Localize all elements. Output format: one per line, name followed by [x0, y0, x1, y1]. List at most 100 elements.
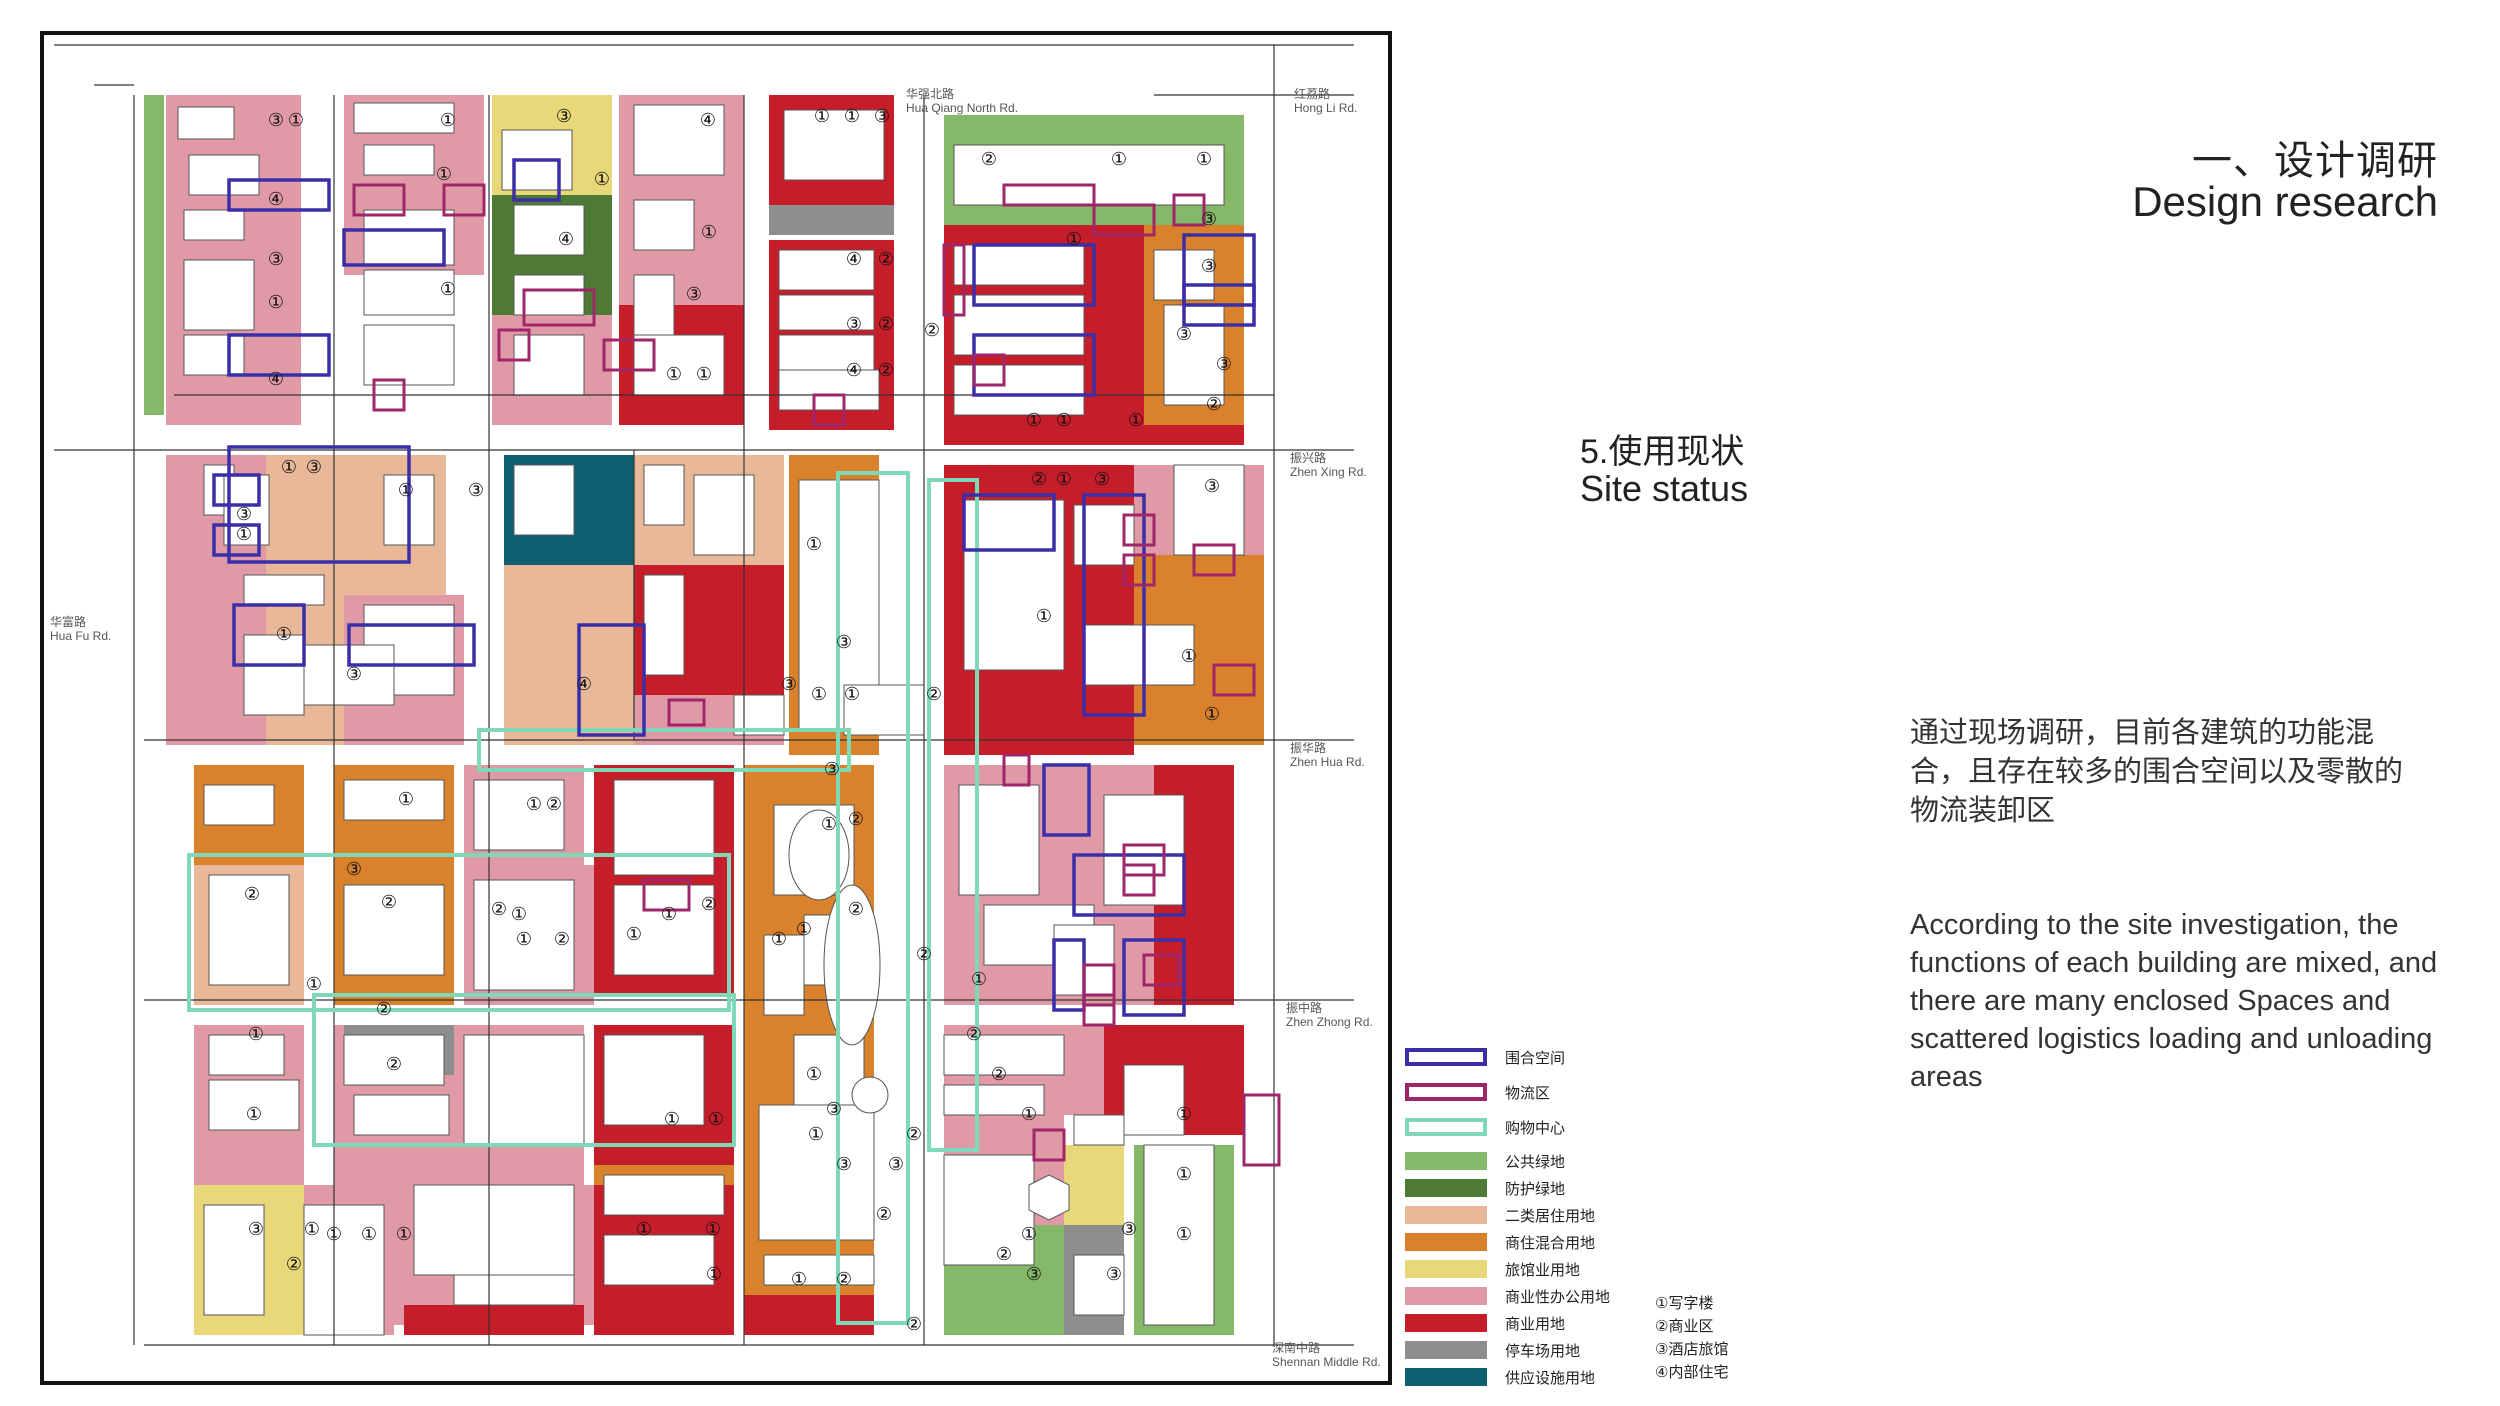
building-footprint — [943, 1154, 1035, 1266]
building-footprint — [353, 102, 455, 134]
building-footprint — [1163, 304, 1225, 406]
building-footprint — [633, 334, 725, 396]
building-code-marker: ① — [440, 110, 456, 131]
street-name-en: Hua Fu Rd. — [50, 629, 112, 643]
enclosed-space-outline — [1122, 938, 1186, 1017]
logistics-area-outline — [667, 698, 706, 727]
building-footprint — [778, 249, 875, 291]
building-footprint — [243, 574, 325, 606]
building-code-marker: ③ — [1106, 1264, 1122, 1285]
legend-swatch — [1405, 1233, 1487, 1251]
logistics-area-outline — [1172, 193, 1206, 227]
building-code-marker: ① — [811, 684, 827, 705]
building-code-marker: ① — [281, 457, 297, 478]
building-code-marker: ② — [906, 1124, 922, 1145]
section-title-cn: 5.使用现状 — [1580, 433, 1745, 471]
building-footprint — [208, 1079, 300, 1131]
shopping-center-outline — [927, 478, 979, 1152]
building-code-marker: ① — [806, 534, 822, 555]
shopping-center-outline — [836, 471, 910, 1325]
building-code-marker: ③ — [346, 664, 362, 685]
building-footprint — [778, 294, 875, 331]
enclosed-space-outline — [962, 493, 1056, 552]
enclosed-space-outline — [972, 243, 1096, 307]
street-name-en: Zhen Zhong Rd. — [1286, 1015, 1373, 1029]
building-code-marker: ① — [326, 1224, 342, 1245]
building-code-marker: ① — [696, 364, 712, 385]
building-footprint — [1143, 1144, 1215, 1326]
legend-label: 防护绿地 — [1505, 1180, 1566, 1198]
logistics-area-outline — [1032, 1128, 1066, 1162]
building-code-marker: ① — [398, 480, 414, 501]
building-footprint — [603, 1234, 715, 1286]
building-code-marker: ④ — [268, 189, 284, 210]
building-code-marker: ① — [268, 292, 284, 313]
logistics-area-outline — [442, 183, 486, 217]
building-code-marker: ① — [246, 1104, 262, 1125]
enclosed-space-outline — [232, 603, 306, 667]
building-footprint — [603, 1174, 725, 1216]
legend-item-office: 商业性办公用地 — [1405, 1285, 1610, 1307]
enclosed-space-outline — [577, 623, 646, 737]
legend-swatch — [1405, 1287, 1487, 1305]
legend-label: 商住混合用地 — [1505, 1234, 1596, 1252]
logistics-area-outline — [352, 183, 406, 217]
logistics-area-outline — [372, 378, 406, 412]
legend-item-residential: 二类居住用地 — [1405, 1204, 1595, 1226]
logistics-area-outline — [642, 878, 691, 912]
building-footprint — [843, 684, 925, 736]
building-code-marker: ② — [386, 1054, 402, 1075]
legend-item-hotel: 旅馆业用地 — [1405, 1258, 1580, 1280]
enclosed-space-outline — [1072, 853, 1186, 917]
building-code-marker: ① — [664, 1109, 680, 1130]
logistics-area-outline — [522, 288, 596, 327]
building-code-marker: ② — [906, 1314, 922, 1335]
building-code-marker: ③ — [1201, 256, 1217, 277]
building-code-marker: ④ — [558, 229, 574, 250]
building-code-marker: ① — [526, 794, 542, 815]
building-code-marker: ① — [636, 1219, 652, 1240]
building-footprint — [353, 1094, 450, 1136]
page-title-en: Design research — [2132, 178, 2438, 225]
land-parcel — [144, 95, 164, 415]
building-code-marker: ① — [844, 684, 860, 705]
legend-swatch — [1405, 1341, 1487, 1359]
building-footprint — [1173, 464, 1245, 556]
street-label-zhen-xing: 振兴路 Zhen Xing Rd. — [1290, 451, 1367, 479]
building-footprint — [758, 1104, 875, 1241]
street-name-cn: 振中路 — [1286, 1001, 1323, 1015]
building-code-marker: ① — [1066, 229, 1082, 250]
shopping-center-outline — [477, 728, 851, 772]
building-code-marker: ② — [991, 1064, 1007, 1085]
building-code-marker: ① — [814, 106, 830, 127]
building-code-marker: ① — [708, 1109, 724, 1130]
building-code-marker: ③ — [846, 314, 862, 335]
building-footprint — [473, 779, 565, 851]
building-footprint — [363, 144, 435, 176]
building-code-marker: ② — [878, 360, 894, 381]
building-code-marker: ② — [924, 320, 940, 341]
enclosed-space-outline — [212, 523, 261, 557]
building-footprint — [1073, 1254, 1125, 1316]
land-parcel — [504, 565, 634, 745]
logistics-area-outline — [602, 338, 656, 372]
legend-label: 商业性办公用地 — [1505, 1288, 1611, 1306]
building-footprint — [223, 474, 270, 546]
building-footprint — [203, 1204, 265, 1316]
building-code-marker: ① — [276, 624, 292, 645]
building-code-marker: ① — [971, 969, 987, 990]
code-office: ①写字楼 — [1655, 1295, 1714, 1312]
building-code-marker: ③ — [1121, 1219, 1137, 1240]
legend-label: 购物中心 — [1505, 1119, 1566, 1137]
street-name-cn: 华富路 — [50, 615, 87, 629]
building-code-marker: ② — [876, 1204, 892, 1225]
building-code-marker: ④ — [700, 110, 716, 131]
building-footprint — [513, 274, 585, 316]
building-footprint — [363, 324, 455, 386]
legend-item-public-green: 公共绿地 — [1405, 1150, 1565, 1172]
building-code-marker: ② — [286, 1254, 302, 1275]
building-code-marker: ④ — [268, 369, 284, 390]
building-footprint — [1123, 1064, 1185, 1136]
legend-swatch — [1405, 1314, 1487, 1332]
building-footprint — [473, 879, 575, 991]
